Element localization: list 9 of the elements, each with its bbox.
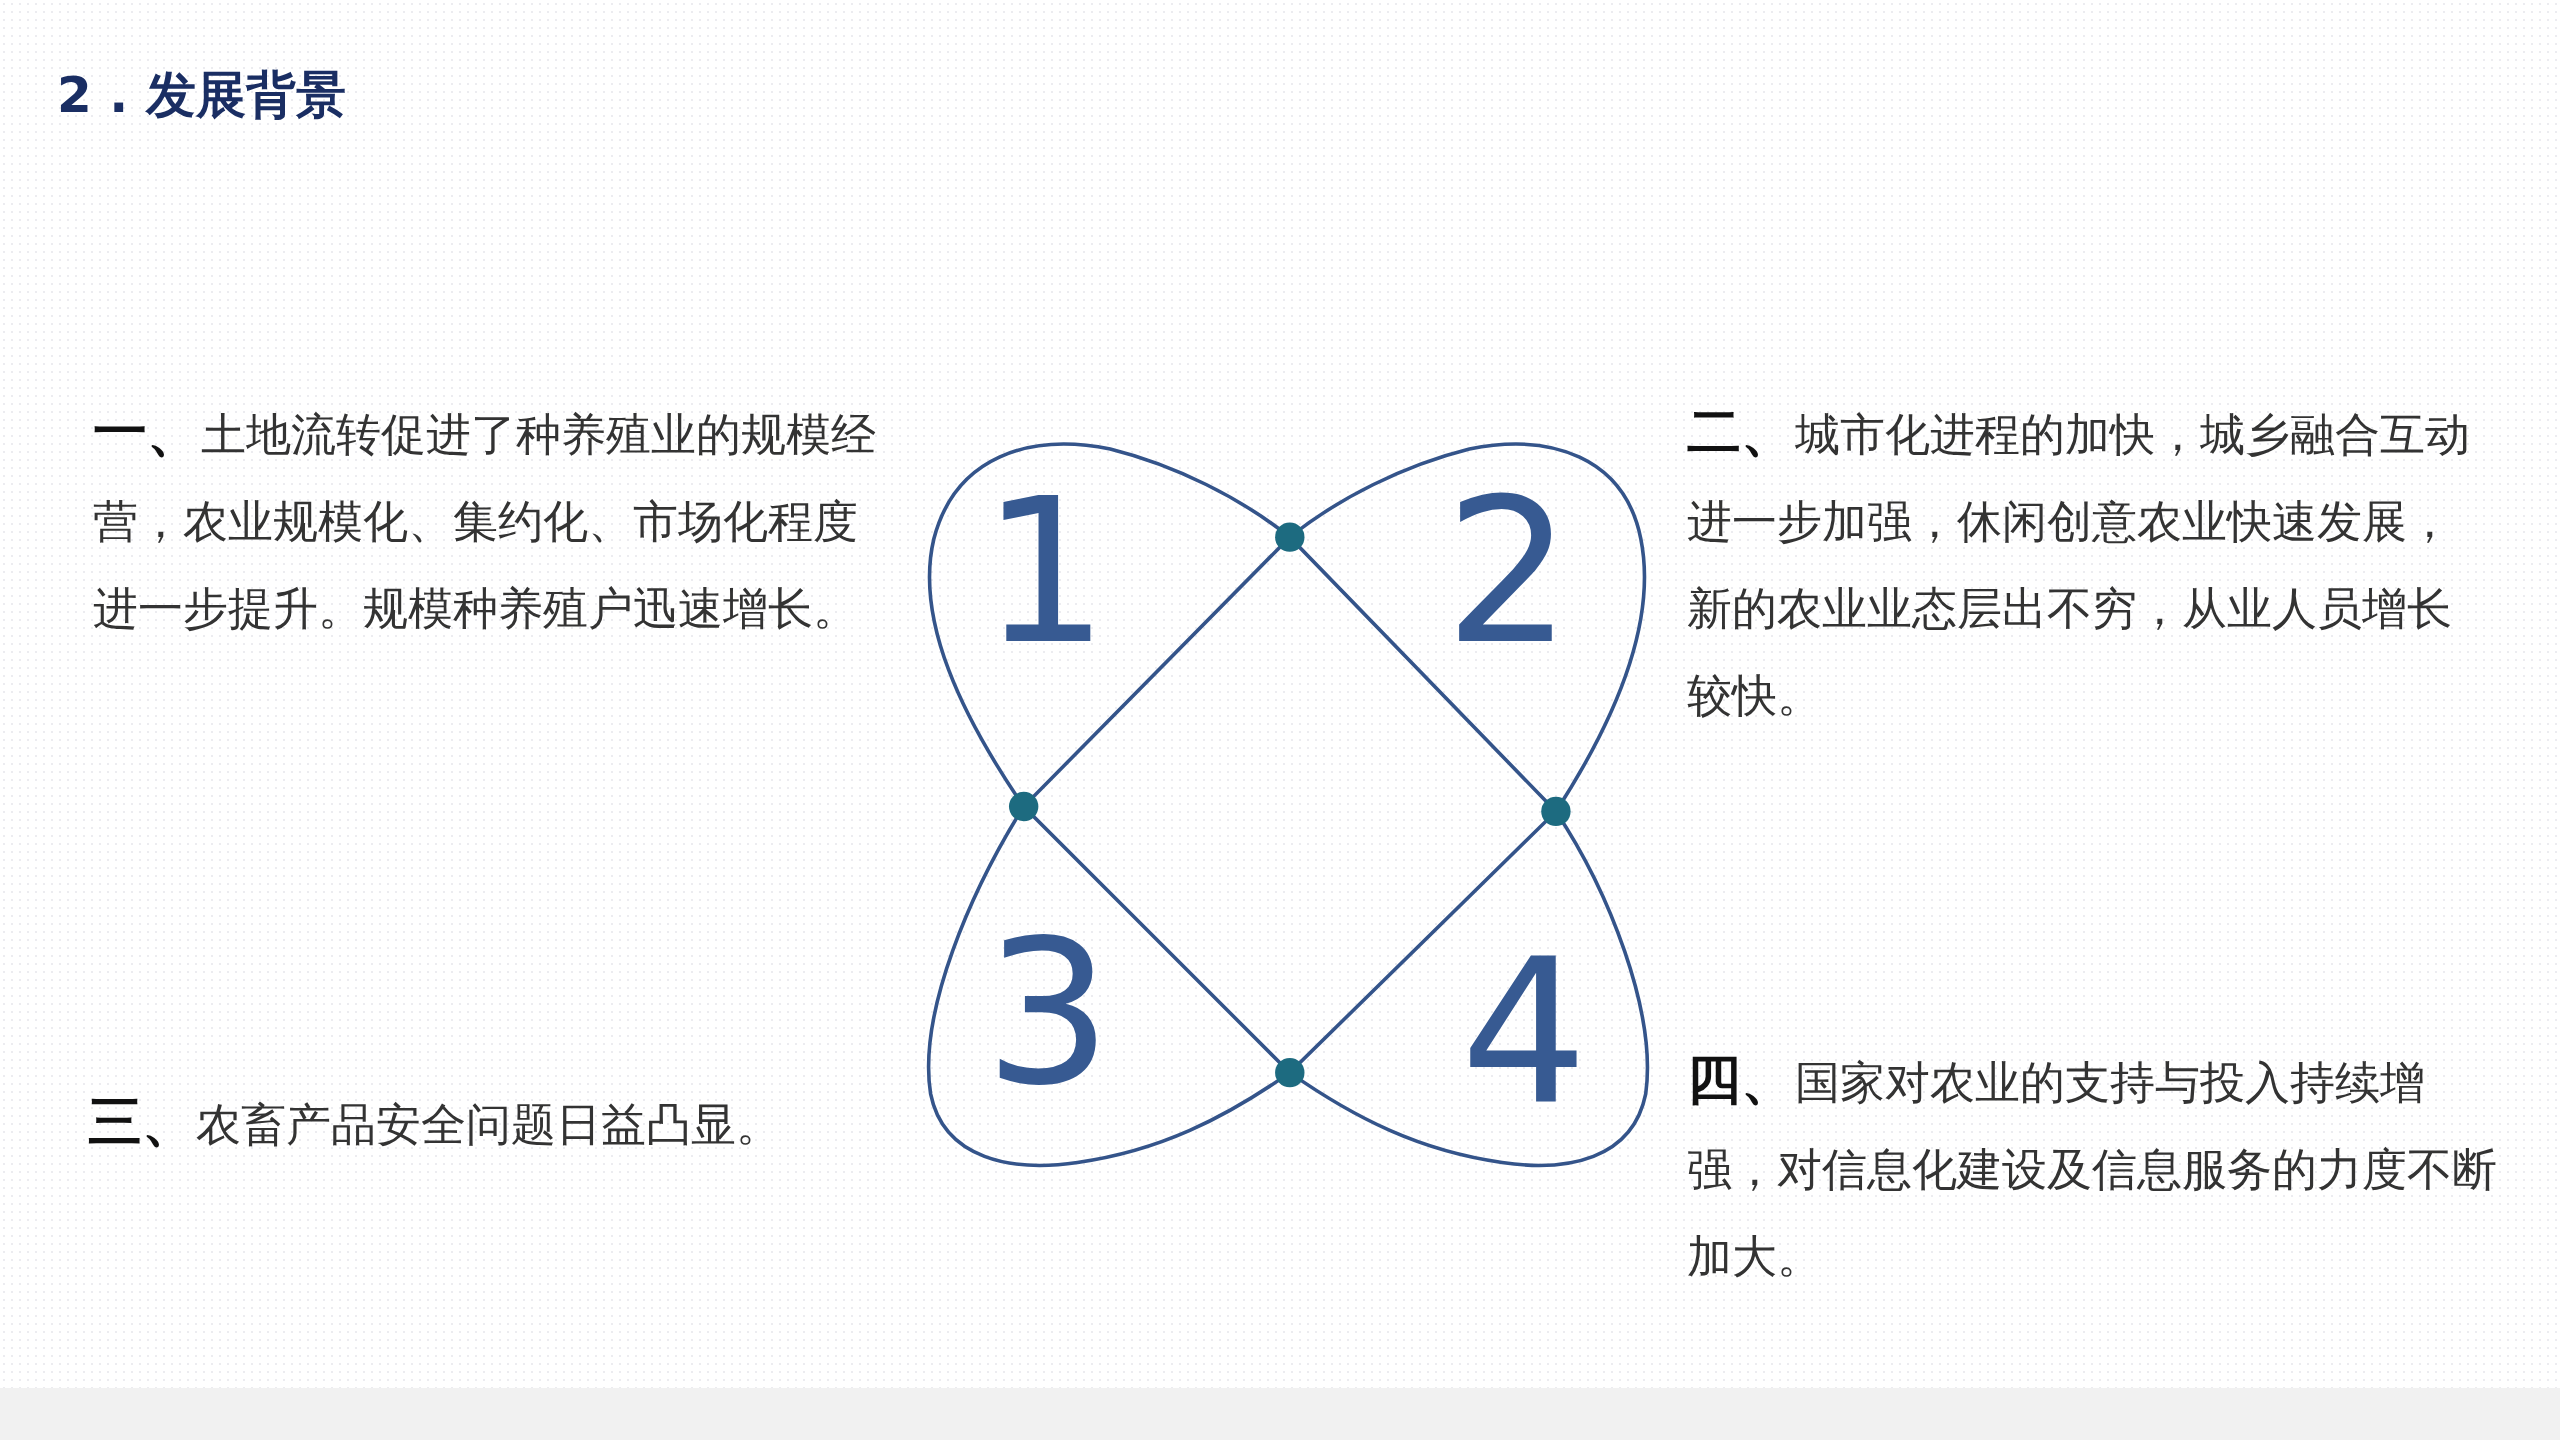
loop-number: 4 — [1460, 932, 1588, 1132]
loop-number: 2 — [1444, 472, 1572, 672]
paragraph-text: 三、农畜产品安全问题日益凸显。 — [88, 1089, 782, 1155]
paragraph-text: 一、土地流转促进了种养殖业的规模经营，农业规模化、集约化、市场化程度进一步提升。规模种养殖户迅速增长。 — [93, 399, 877, 637]
loop-number: 1 — [981, 472, 1109, 672]
paragraph-text: 四、国家对农业的支持与投入持续增强，对信息化建设及信息服务的力度不断加大。 — [1687, 1047, 2497, 1285]
paragraph-text: 二、城市化进程的加快，城乡融合互动进一步加强，休闲创意农业快速发展，新的农业业态层出不穷，从业人员增长较快。 — [1687, 399, 2471, 724]
loop-number: 3 — [984, 913, 1112, 1113]
slide-title: 2 . 发展背景 — [57, 65, 346, 126]
